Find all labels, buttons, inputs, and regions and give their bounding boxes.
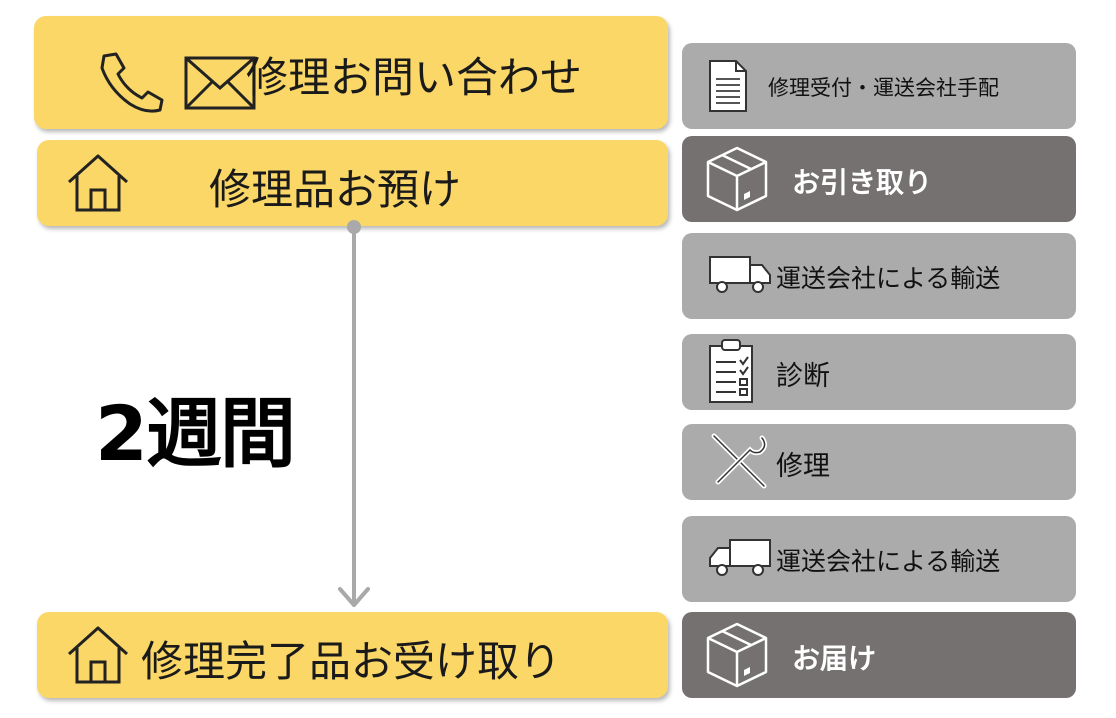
timeline-arrowhead bbox=[338, 587, 370, 607]
step-label: 修理受付・運送会社手配 bbox=[768, 76, 999, 100]
step-repair: 修理 bbox=[682, 424, 1076, 500]
tools-icon bbox=[708, 430, 770, 492]
dropoff-label: 修理品お預け bbox=[209, 165, 462, 214]
document-icon bbox=[708, 59, 748, 113]
step-transport-1: 運送会社による輸送 bbox=[682, 233, 1076, 319]
step-label: 修理 bbox=[776, 451, 830, 482]
clipboard-icon bbox=[706, 338, 756, 404]
home-icon bbox=[65, 622, 131, 688]
timeline bbox=[338, 220, 370, 607]
pickup-box: 修理完了品お受け取り bbox=[37, 612, 668, 698]
step-collection: お引き取り bbox=[682, 136, 1076, 222]
step-label: 診断 bbox=[776, 361, 830, 392]
step-label: 運送会社による輸送 bbox=[776, 264, 1001, 293]
pickup-label: 修理完了品お受け取り bbox=[141, 637, 562, 686]
step-label: 運送会社による輸送 bbox=[776, 547, 1001, 576]
inquiry-label: 修理お問い合わせ bbox=[246, 53, 583, 102]
step-reception: 修理受付・運送会社手配 bbox=[682, 43, 1076, 129]
step-transport-2: 運送会社による輸送 bbox=[682, 516, 1076, 602]
step-label: お引き取り bbox=[792, 166, 933, 199]
step-diagnosis: 診断 bbox=[682, 334, 1076, 410]
truck-icon bbox=[708, 253, 772, 295]
duration-label: 2週間 bbox=[95, 389, 296, 478]
dropoff-box: 修理品お預け bbox=[37, 140, 668, 226]
mail-icon bbox=[184, 56, 256, 110]
box-icon bbox=[704, 144, 770, 214]
phone-icon bbox=[96, 50, 172, 114]
box-icon bbox=[704, 620, 770, 690]
step-delivery: お届け bbox=[682, 612, 1076, 698]
step-label: お届け bbox=[792, 642, 877, 675]
truck-icon bbox=[708, 536, 772, 578]
home-icon bbox=[65, 150, 131, 216]
inquiry-box: 修理お問い合わせ bbox=[34, 16, 668, 129]
